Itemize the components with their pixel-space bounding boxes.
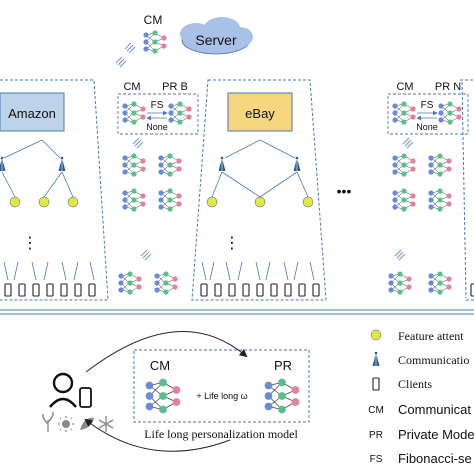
plant-icon [42, 411, 54, 432]
group-b-none-label: None [146, 122, 168, 132]
platform-ellipsis: ••• [337, 183, 352, 199]
legend-symbol-5: FS [370, 454, 383, 465]
group-n-none-label: None [416, 122, 438, 132]
platform-amazon-label: Amazon [8, 106, 56, 121]
bottom-cm-label: CM [150, 358, 170, 373]
legend-text-0: Feature attent [398, 329, 464, 343]
server-cluster: CM Server [115, 13, 253, 68]
legend-text-4: Private Mode [398, 427, 474, 442]
legend-text-1: Communicatio [398, 353, 469, 367]
feature-node [9, 196, 21, 208]
legend-text-5: Fibonacci-se [398, 451, 472, 466]
group-n-cm-label: CM [396, 81, 413, 93]
pr-network-icon [263, 377, 301, 415]
user-devices [42, 372, 114, 432]
server-label: Server [195, 32, 237, 48]
legend-symbol-4: PR [369, 430, 383, 441]
sun-icon [58, 416, 74, 432]
top-cm-network-icon [142, 29, 168, 55]
vertical-ellipsis: ⋮ [22, 235, 38, 252]
platform-ebay-label: eBay [245, 106, 275, 121]
legend-feature-node-icon [370, 329, 382, 341]
user-icon [49, 372, 77, 408]
feature-node [67, 196, 79, 208]
phone-icon [79, 387, 92, 408]
bottom-pr-label: PR [274, 358, 292, 373]
legend-antenna-icon [372, 351, 380, 367]
server-cloud: Server [180, 17, 253, 55]
vertical-ellipsis: ⋮ [224, 235, 240, 252]
group-b: CM PR B FS None [117, 81, 199, 296]
lifelong-model: CM PR + Life long ω Life long personaliz… [133, 349, 310, 441]
cm-network-icon [144, 377, 182, 415]
group-n: CM PR N FS None [387, 81, 469, 296]
lifelong-model-box [133, 349, 310, 423]
platform-ebay-box [227, 92, 293, 132]
legend-text-2: Clients [398, 377, 432, 391]
group-b-fs-label: FS [151, 100, 164, 111]
feature-node [302, 196, 314, 208]
legend: Feature attent Communicatio Clients CM C… [368, 329, 474, 466]
feature-node [206, 196, 218, 208]
legend-symbol-3: CM [368, 405, 384, 416]
feedback-arrow-top [85, 331, 248, 373]
platform-amazon-box [0, 92, 65, 132]
platform-amazon-region: Amazon ⋮ [0, 79, 109, 301]
top-cm-label: CM [144, 13, 163, 27]
lifelong-model-caption: Life long personalization model [144, 427, 298, 441]
legend-text-3: Communicat [398, 402, 471, 417]
platform-ebay-region: eBay ⋮ [191, 79, 327, 301]
group-b-pr-label: PR B [162, 81, 188, 93]
lifelong-omega-label: + Life long ω [196, 391, 247, 401]
group-n-fs-label: FS [421, 100, 434, 111]
legend-client-icon [372, 377, 380, 391]
feature-node [254, 196, 266, 208]
feature-node [38, 196, 50, 208]
group-n-pr-label: PR N [435, 81, 461, 93]
snowflake-icon [98, 416, 114, 432]
feedback-arrow-bottom [84, 418, 231, 452]
group-b-cm-label: CM [123, 81, 140, 93]
